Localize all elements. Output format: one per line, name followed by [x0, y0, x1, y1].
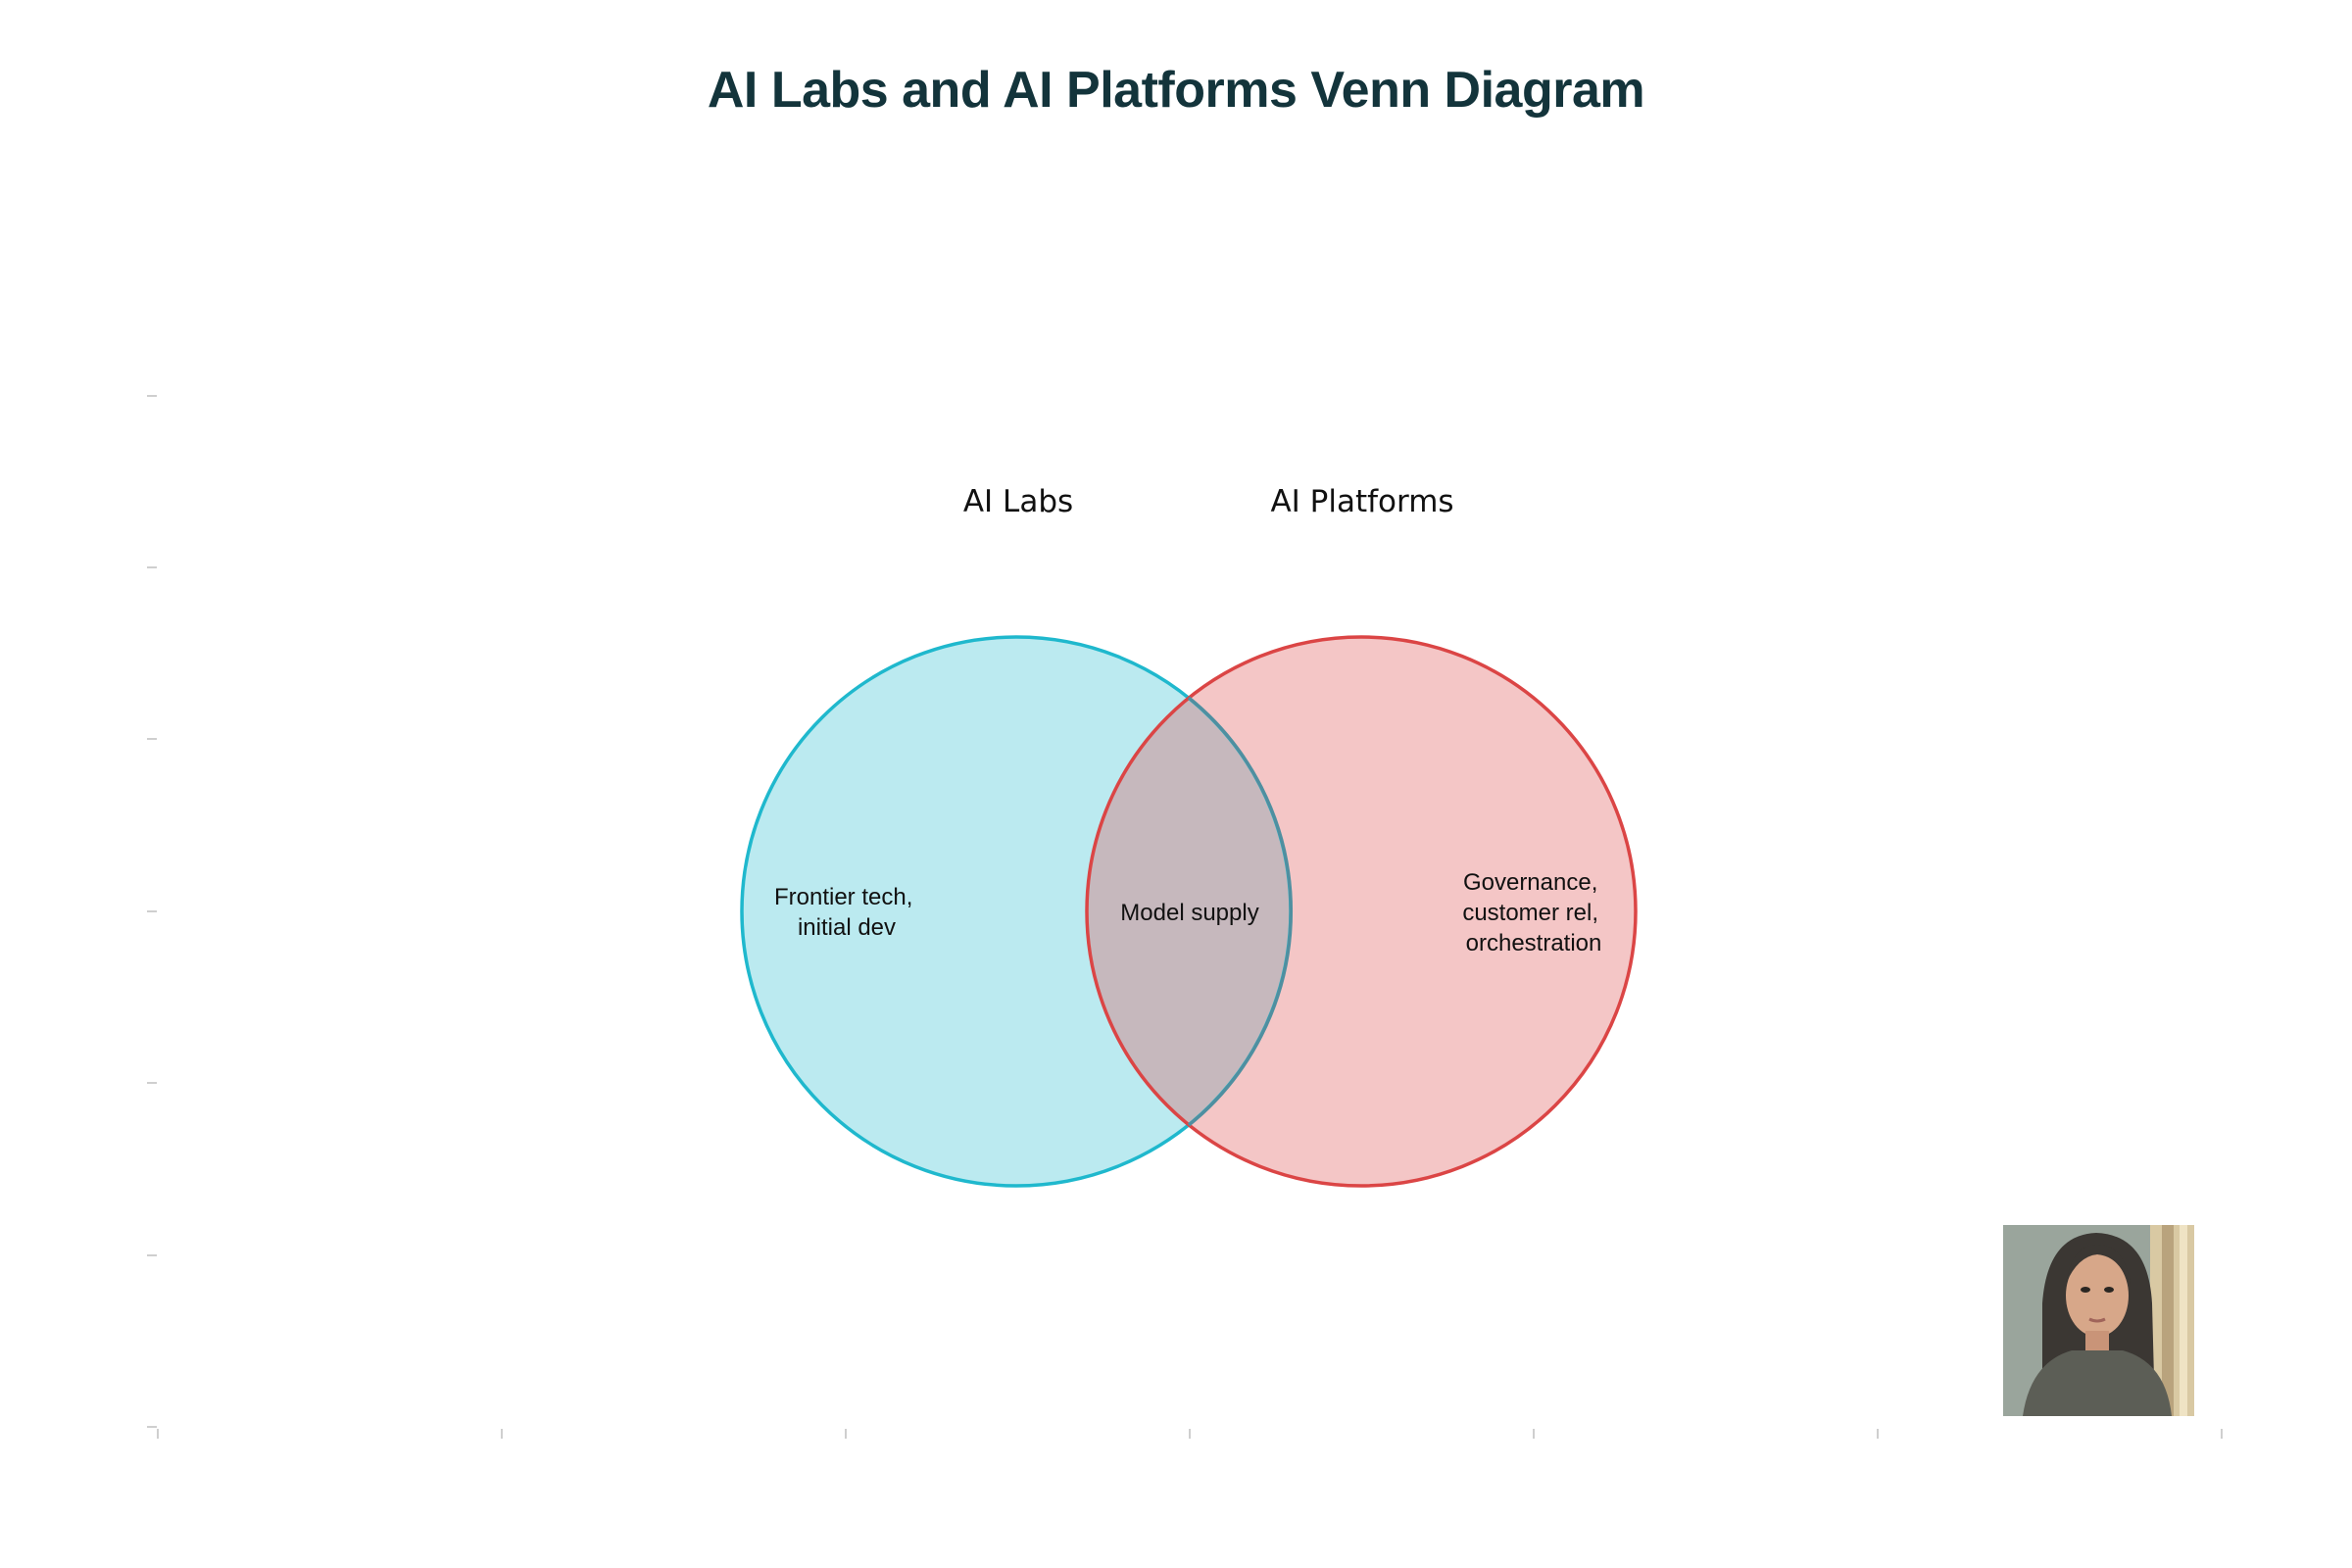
set-label-ai-labs: AI Labs — [963, 484, 1073, 519]
overlap-outline — [1187, 696, 1294, 1127]
ai-platforms-outline — [1085, 635, 1638, 1188]
diagram-title: AI Labs and AI Platforms Venn Diagram — [707, 62, 1645, 119]
intersection-label: Model supply — [1120, 900, 1258, 926]
left-region-label: Frontier tech, initial dev — [774, 884, 919, 941]
overlap-region — [1087, 637, 1291, 1186]
axis-ticks — [147, 395, 2223, 1439]
right-region-label: Governance, customer rel, orchestration — [1462, 869, 1604, 956]
set-label-ai-platforms: AI Platforms — [1270, 484, 1453, 519]
person-portrait-icon — [2003, 1225, 2194, 1416]
